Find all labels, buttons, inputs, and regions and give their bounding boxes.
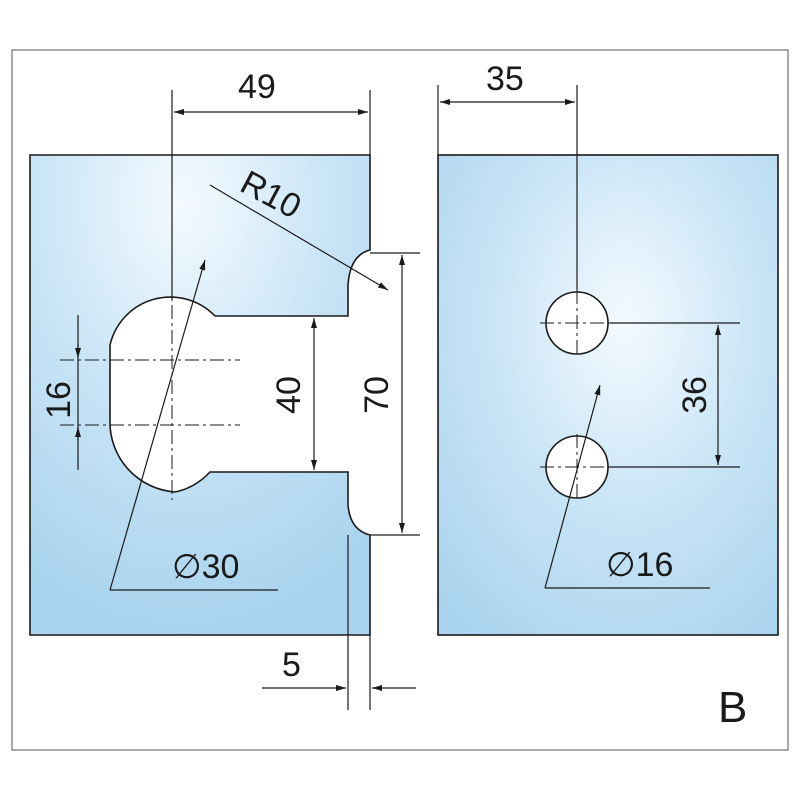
dim-16: 16 — [40, 381, 78, 419]
frame-border — [11, 49, 789, 751]
dim-diameter-16: ∅16 — [606, 546, 673, 584]
dim-70: 70 — [358, 376, 396, 414]
dim-35: 35 — [486, 60, 524, 98]
dim-40: 40 — [270, 376, 308, 414]
variant-label: B — [718, 683, 747, 732]
left-glass-panel — [29, 154, 371, 636]
dim-49: 49 — [238, 68, 276, 106]
center-lines — [60, 280, 614, 500]
dim-36: 36 — [676, 376, 714, 414]
dim-5: 5 — [282, 646, 301, 684]
dimension-lines — [75, 85, 740, 710]
dim-diameter-30: ∅30 — [172, 548, 239, 586]
